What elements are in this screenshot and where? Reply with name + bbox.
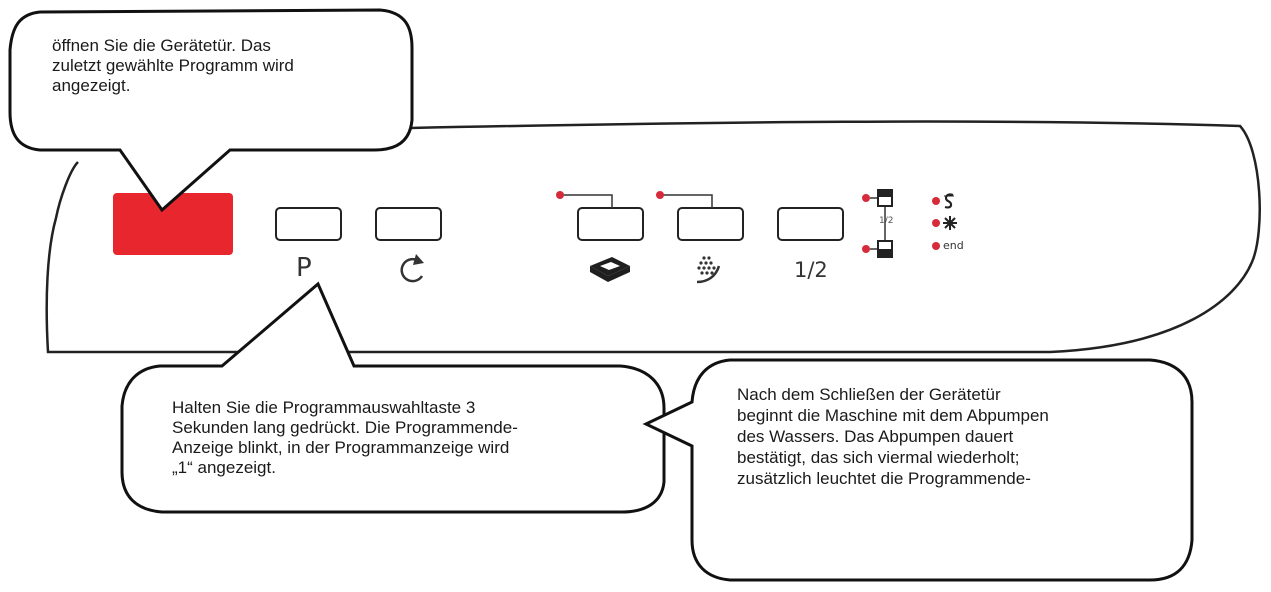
callout-bottom-left-line: Anzeige blinkt, in der Programmanzeige w… <box>172 438 510 457</box>
callout-bottom-right-line: beginnt die Maschine mit dem Abpumpen <box>737 406 1049 425</box>
half-load-indicator-group <box>862 189 893 258</box>
half-load-button-label: 1/2 <box>794 258 828 282</box>
salt-indicator-led <box>932 197 940 205</box>
intensive-button[interactable] <box>677 207 744 241</box>
tablet-led-connector <box>562 194 613 208</box>
callout-bottom-right-line: des Wassers. Das Abpumpen dauert <box>737 427 1014 446</box>
callout-bottom-right-line: Nach dem Schließen der Gerätetür <box>737 385 1001 404</box>
callout-bubble-bottom-right <box>642 358 1194 582</box>
half-load-indicator-label: 1/2 <box>879 216 894 226</box>
restart-arrow-icon <box>400 254 424 283</box>
callout-text-bottom-left: Halten Sie die Programmauswahltaste 3 Se… <box>172 398 518 478</box>
callout-top-line: angezeigt. <box>52 76 131 95</box>
rinse-aid-icon <box>943 216 957 230</box>
program-button-label: P <box>296 253 312 283</box>
start-button[interactable] <box>375 207 442 241</box>
callout-bubble-bottom-left <box>120 281 666 514</box>
callout-bottom-left-line: Sekunden lang gedrückt. Die Programmende… <box>172 418 518 437</box>
intensive-led-connector <box>662 194 713 208</box>
lower-basket-led <box>862 245 870 253</box>
intensive-indicator-led <box>656 191 664 199</box>
salt-icon <box>944 193 954 209</box>
callout-bottom-right-line: zusätzlich leuchtet die Programmende- <box>737 469 1031 488</box>
spray-arm-icon <box>696 256 721 284</box>
program-display <box>113 193 233 255</box>
callout-text-top: öffnen Sie die Gerätetür. Das zuletzt ge… <box>52 36 294 96</box>
callout-bubble-top <box>8 8 414 213</box>
end-indicator-led <box>932 242 940 250</box>
callout-top-line: öffnen Sie die Gerätetür. Das <box>52 36 271 55</box>
callout-bottom-left-line: „1“ angezeigt. <box>172 458 276 477</box>
program-select-button[interactable] <box>275 207 342 241</box>
tablet-button[interactable] <box>577 207 644 241</box>
detergent-tablet-icon <box>590 257 630 282</box>
callout-text-bottom-right: Nach dem Schließen der Gerätetür beginnt… <box>737 384 1049 489</box>
rinse-aid-indicator-led <box>932 219 940 227</box>
half-load-button[interactable] <box>777 207 844 241</box>
tablet-indicator-led <box>556 191 564 199</box>
end-indicator-label: end <box>943 239 964 252</box>
callout-bottom-right-line: bestätigt, das sich viermal wiederholt; <box>737 448 1020 467</box>
upper-basket-led <box>862 194 870 202</box>
callout-top-line: zuletzt gewählte Programm wird <box>52 56 294 75</box>
control-panel-outline <box>45 120 1261 354</box>
callout-bottom-left-line: Halten Sie die Programmauswahltaste 3 <box>172 398 476 417</box>
